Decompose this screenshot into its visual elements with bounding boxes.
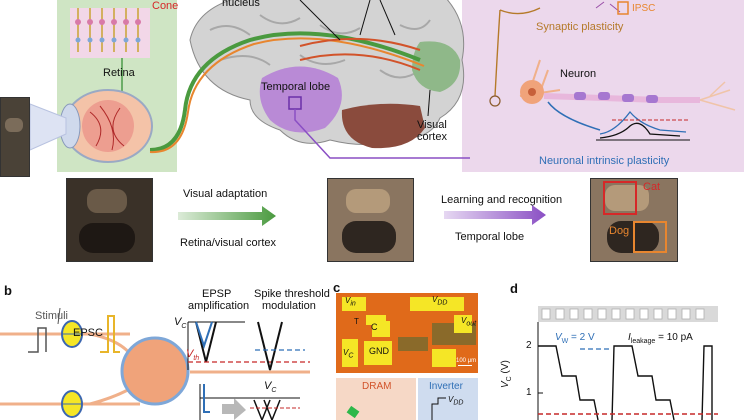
chip-vc-symbol: V (343, 348, 349, 357)
stimuli-label: Stimuli (35, 310, 69, 322)
cone-label: Cone (152, 0, 179, 12)
vdd-subscript: DD (437, 299, 448, 307)
chip-c-label: C (371, 322, 378, 332)
photo-recognized (590, 178, 678, 262)
panel-d-letter: d (510, 281, 518, 296)
eye (59, 89, 153, 163)
ytick-2: 2 (526, 340, 532, 351)
chip-vc-label: VC (343, 348, 353, 360)
vw-annotation: VW = 2 V (555, 332, 595, 345)
ylabel-subscript: C (506, 376, 513, 382)
chip-gnd-label: GND (369, 346, 389, 356)
nucleus-label: nucleus (222, 0, 260, 9)
retina-label: Retina (103, 67, 135, 79)
dog-bounding-box (633, 221, 667, 253)
temporal-lobe-label: Temporal lobe (261, 81, 331, 93)
ylabel-symbol: V (500, 381, 511, 388)
panel-b-vth-label: Vth (186, 348, 199, 362)
inverter-block (418, 378, 478, 420)
dram-label: DRAM (362, 381, 392, 392)
plasticity-panel (462, 0, 744, 172)
vout-subscript: out (466, 320, 477, 328)
epsp-title-2: amplification (188, 300, 250, 312)
vc-symbol: V (174, 316, 182, 328)
learning-arrow (444, 205, 546, 225)
epsp-title-1: EPSP (202, 288, 232, 300)
inverter-label: Inverter (429, 381, 463, 392)
photo-adapted (327, 178, 414, 262)
chip-vout-label: Vout (461, 316, 476, 328)
panel-b-vc-label-2: VC (264, 380, 276, 394)
intrinsic-plasticity-label: Neuronal intrinsic plasticity (539, 155, 670, 167)
panel-d-ylabel: VC (V) (500, 360, 513, 388)
epsc-label: EPSC (73, 327, 103, 339)
vout-symbol: V (461, 316, 467, 325)
ipsc-label: IPSC (632, 3, 656, 14)
panel-c-letter: c (333, 280, 341, 295)
leakage-annotation: Ileakage = 10 pA (628, 332, 693, 345)
leak-symbol: I (628, 332, 631, 343)
panel-b-vc-label: VC (174, 316, 186, 330)
inverter-vdd-label: VDD (448, 395, 463, 407)
vw-value: = 2 V (568, 332, 595, 343)
cat-label: Cat (643, 181, 661, 193)
synaptic-plasticity-label: Synaptic plasticity (536, 21, 624, 33)
chip-scale-label: 100 μm (456, 358, 477, 364)
chip-micrograph (336, 293, 478, 373)
input-photo (0, 97, 30, 177)
neuron-label: Neuron (560, 68, 597, 80)
visual-adaptation-arrow (178, 206, 276, 226)
vc-subscript-2: C (271, 387, 277, 395)
soma (120, 336, 190, 406)
vc-symbol-2: V (264, 380, 272, 392)
vc-subscript: C (181, 323, 187, 331)
light-beam (29, 103, 67, 151)
dog-label: Dog (609, 225, 630, 237)
panel-b-letter: b (4, 283, 12, 298)
vw-subscript: W (561, 338, 569, 345)
photo-dark (66, 178, 153, 262)
cat-bounding-box (603, 181, 637, 215)
spike-title-2: modulation (262, 300, 316, 312)
chip-t-label: T (354, 317, 359, 326)
vdd-symbol: V (432, 295, 438, 304)
vth-subscript: th (193, 355, 200, 363)
retina-visual-cortex-label: Retina/visual cortex (180, 237, 276, 249)
leak-subscript: leakage (630, 338, 656, 345)
chip-vin-label: Vin (345, 296, 356, 308)
ytick-1: 1 (526, 387, 532, 398)
spike-traces (596, 110, 690, 141)
temporal-lobe-flow-label: Temporal lobe (455, 231, 525, 243)
chip-vdd-label: VDD (432, 295, 447, 307)
chip-vc-subscript: C (348, 352, 354, 360)
cone-cells (70, 8, 150, 58)
vw-symbol: V (555, 332, 562, 343)
vin-symbol: V (345, 296, 351, 305)
visual-adaptation-label: Visual adaptation (183, 188, 268, 200)
vin-subscript: in (350, 300, 356, 308)
ylabel-unit: (V) (500, 360, 511, 377)
spike-title-1: Spike threshold (254, 288, 330, 300)
visual-cortex-label-2: cortex (417, 131, 447, 143)
visual-cortex-label-1: Visual (417, 119, 447, 131)
neuron (489, 7, 736, 131)
vdd2-symbol: V (448, 395, 454, 404)
leak-value: = 10 pA (655, 332, 693, 343)
vth-symbol: V (186, 348, 194, 360)
learning-recognition-label: Learning and recognition (441, 194, 563, 206)
vdd2-subscript: DD (453, 399, 464, 407)
